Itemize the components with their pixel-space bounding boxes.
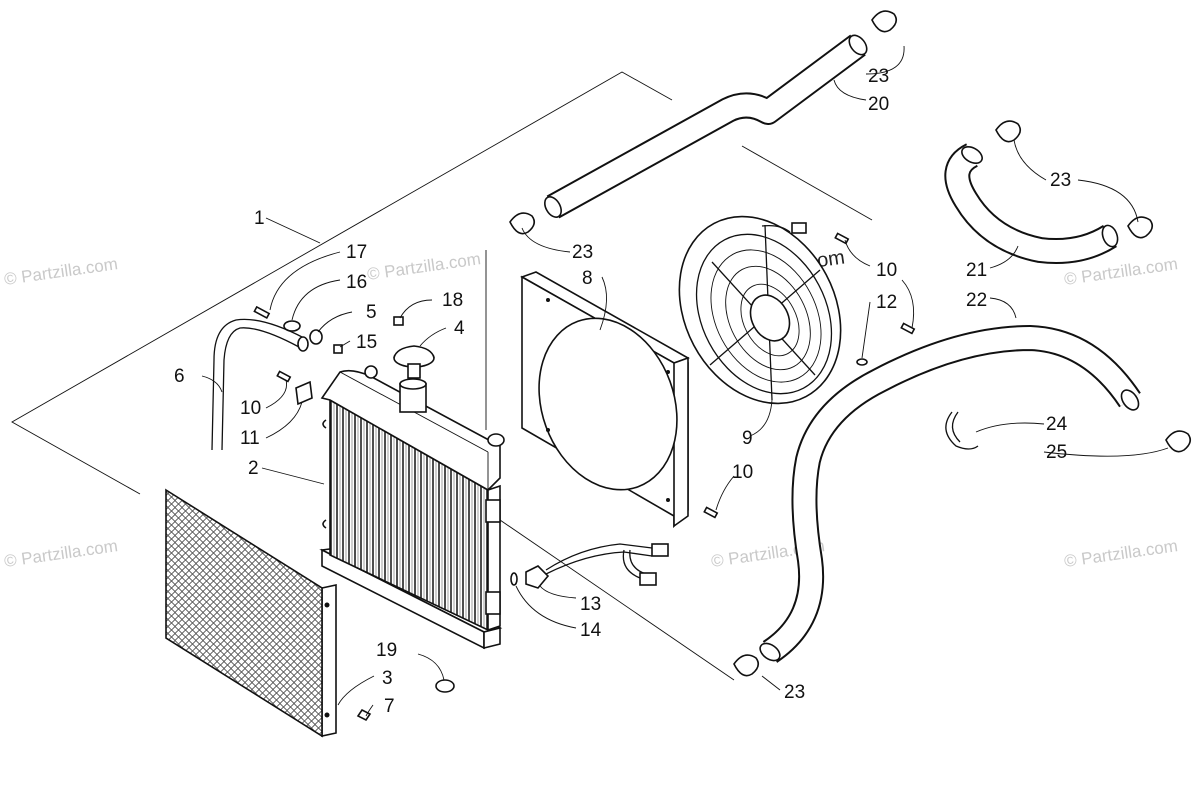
callout-15: 15 xyxy=(356,332,377,353)
callout-25: 25 xyxy=(1046,442,1067,463)
callout-7: 7 xyxy=(384,696,395,717)
callout-12: 12 xyxy=(876,292,897,313)
callouts: 1 2 3 4 5 6 7 8 9 10 10 10 11 12 13 14 1… xyxy=(174,66,1071,717)
callout-17: 17 xyxy=(346,242,367,263)
callout-11: 11 xyxy=(240,428,260,449)
callout-4: 4 xyxy=(454,318,465,339)
callout-9: 9 xyxy=(742,428,753,449)
watermark-1: © Partzilla.com xyxy=(3,254,119,289)
callout-10-fan: 10 xyxy=(876,260,897,281)
callout-18: 18 xyxy=(442,290,463,311)
assembly-bracket xyxy=(11,71,873,495)
callout-6: 6 xyxy=(174,366,185,387)
leader-lines xyxy=(201,45,1169,717)
watermark-6: © Partzilla.com xyxy=(1063,536,1179,571)
callout-20: 20 xyxy=(868,94,889,115)
callout-8: 8 xyxy=(582,268,593,289)
radiator xyxy=(319,365,505,650)
watermark-2: © Partzilla.com xyxy=(366,249,482,284)
callout-23-upper-left: 23 xyxy=(572,242,593,263)
hardware xyxy=(253,232,916,722)
overflow-hose xyxy=(211,318,309,451)
callout-23-upper-right: 23 xyxy=(868,66,889,87)
hose-clamps xyxy=(509,10,1192,677)
callout-14: 14 xyxy=(580,620,602,641)
fan-shroud xyxy=(520,271,690,529)
callout-22: 22 xyxy=(966,290,987,311)
upper-hose xyxy=(544,34,868,219)
callout-10-radiator: 10 xyxy=(240,398,261,419)
callout-1: 1 xyxy=(254,208,265,229)
radiator-cap xyxy=(393,345,435,379)
callout-21: 21 xyxy=(966,260,987,281)
callout-19: 19 xyxy=(376,640,397,661)
callout-24: 24 xyxy=(1046,414,1068,435)
fan-assembly xyxy=(678,215,842,405)
radiator-screen xyxy=(165,488,337,738)
callout-3: 3 xyxy=(382,668,393,689)
small-hose xyxy=(944,143,1119,265)
callout-23-lower: 23 xyxy=(784,682,805,703)
fan-switch-harness xyxy=(510,543,669,589)
watermark-4: © Partzilla.com xyxy=(3,536,119,571)
lower-hose xyxy=(759,325,1141,663)
callout-5: 5 xyxy=(366,302,377,323)
callout-16: 16 xyxy=(346,272,367,293)
callout-23-small-hose: 23 xyxy=(1050,170,1071,191)
callout-2: 2 xyxy=(248,458,259,479)
callout-10-shroud: 10 xyxy=(732,462,753,483)
callout-13: 13 xyxy=(580,594,601,615)
